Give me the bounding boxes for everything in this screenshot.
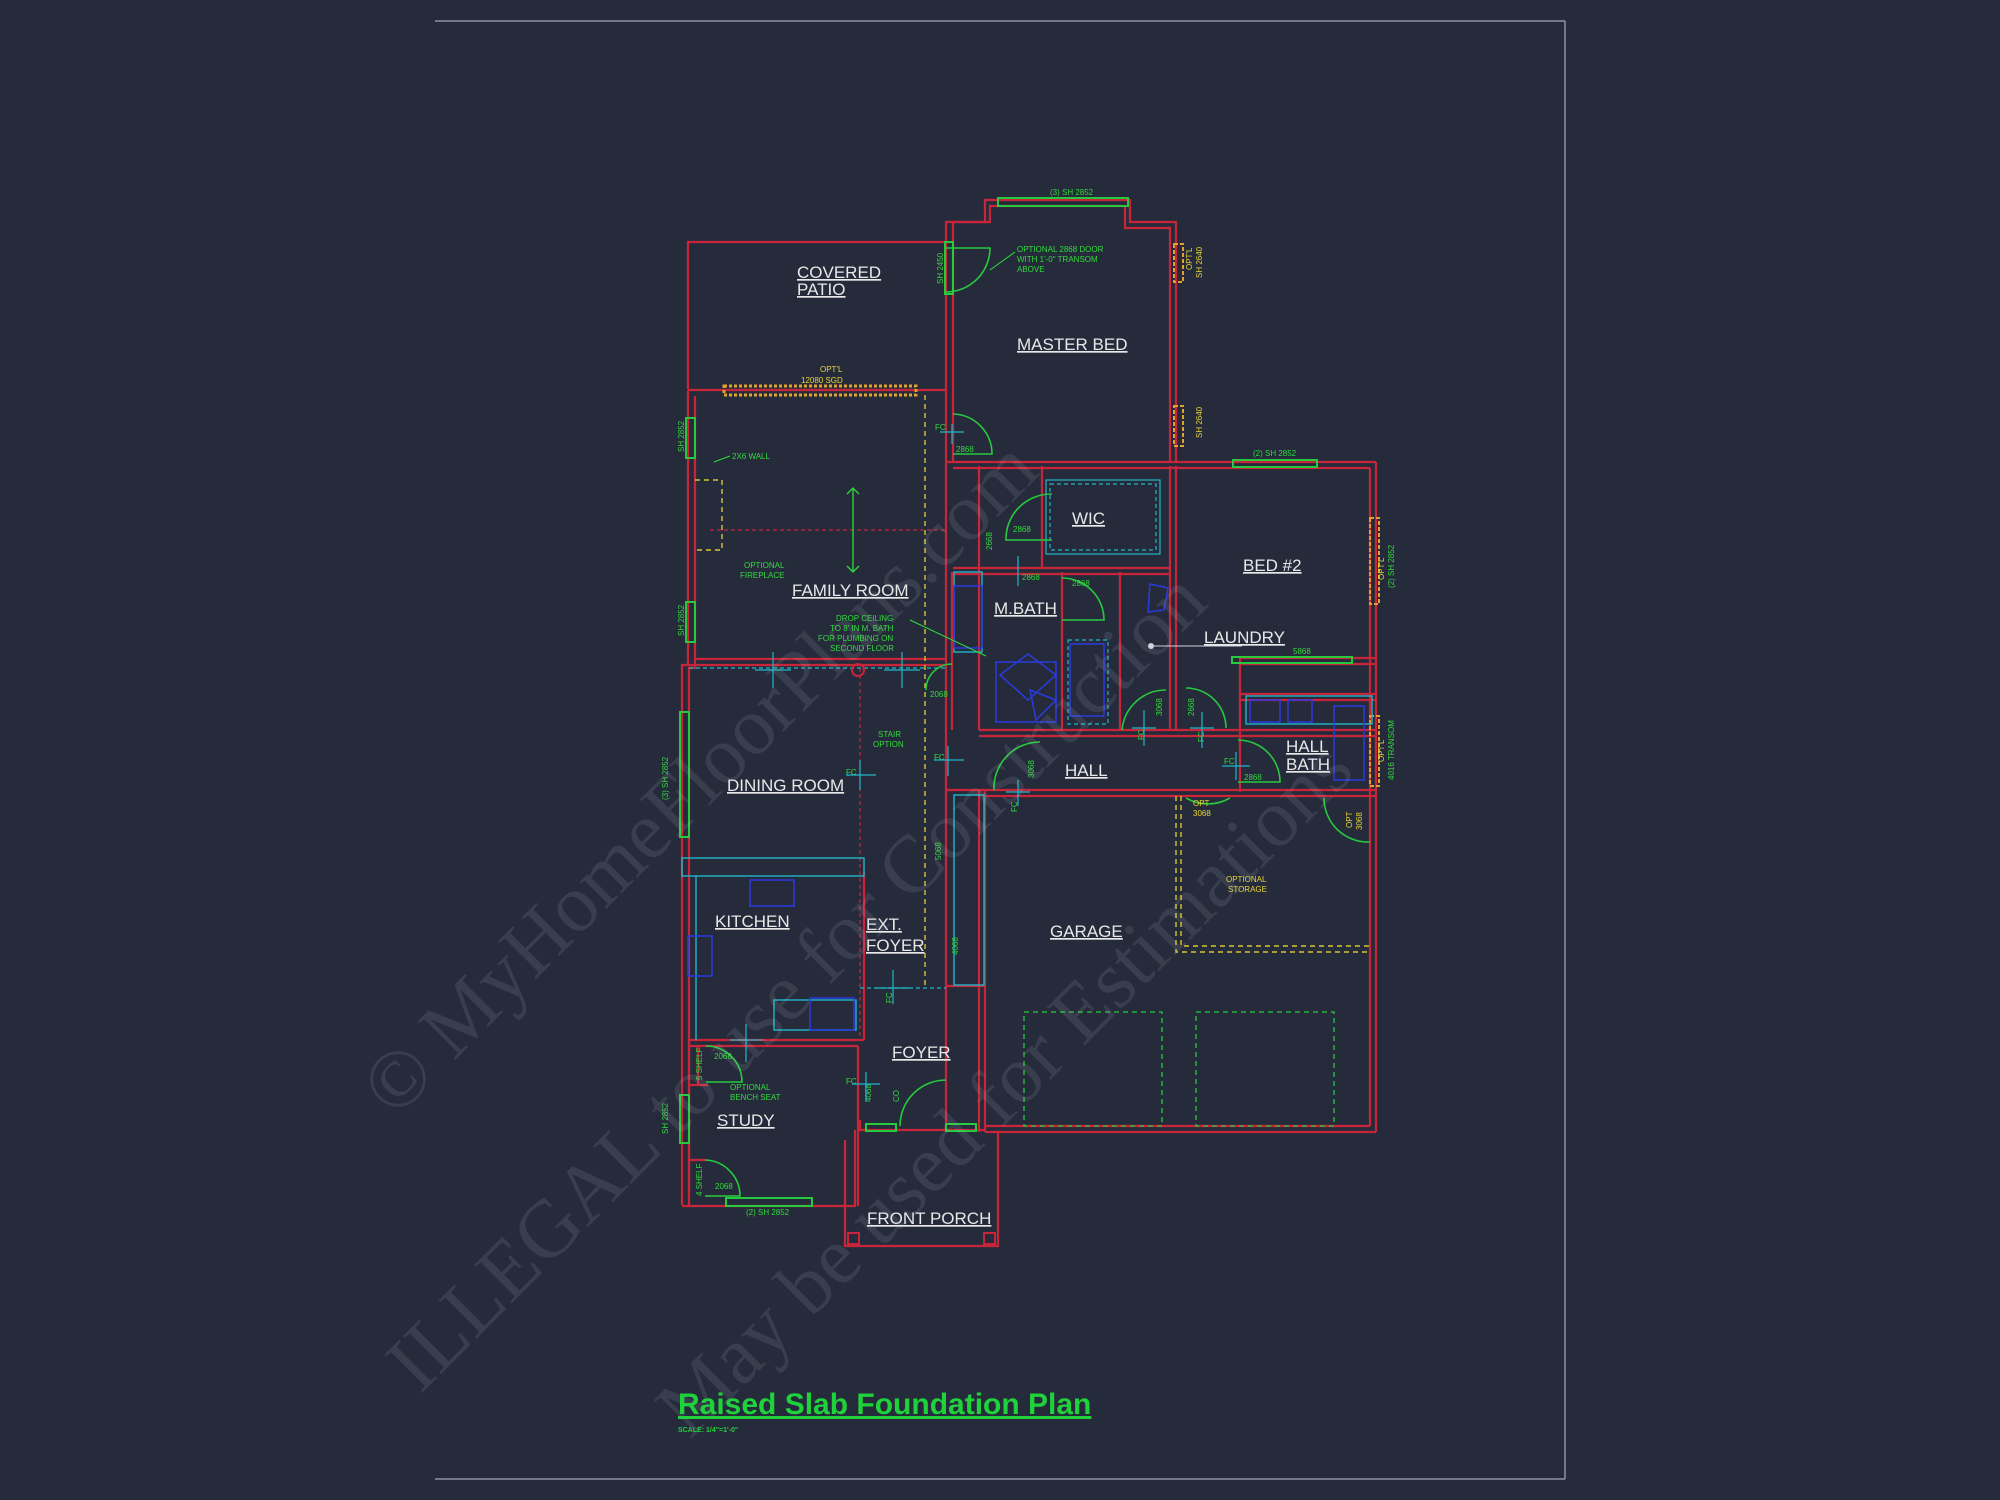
opt-3068-note: OPT bbox=[1193, 799, 1210, 808]
opt-3068-note-4: 3068 bbox=[1355, 812, 1364, 830]
door-label: 2068 bbox=[715, 1182, 733, 1191]
bed2-label: BED #2 bbox=[1243, 556, 1302, 575]
fc-label: FC bbox=[935, 423, 946, 432]
shelf-note-5: 5 SHELF bbox=[695, 1047, 704, 1080]
fc-label: FC bbox=[885, 992, 894, 1003]
optl-note: OPT'L bbox=[1185, 247, 1194, 270]
drop-ceiling-note-2: TO 8' IN M. BATH bbox=[830, 624, 894, 633]
drop-ceiling-note: DROP CEILING bbox=[836, 614, 893, 623]
dining-room-label: DINING ROOM bbox=[727, 776, 844, 795]
study-window-note: SH 2852 bbox=[661, 1102, 670, 1134]
optional-door-note-2: WITH 1'-0" TRANSOM bbox=[1017, 255, 1098, 264]
family-room-label: FAMILY ROOM bbox=[792, 581, 909, 600]
wall-2x6-note: 2X6 WALL bbox=[732, 452, 770, 461]
optional-windows bbox=[722, 243, 1380, 787]
dining-window-note: (3) SH 2852 bbox=[661, 756, 670, 800]
bed2-side-window-note: (2) SH 2852 bbox=[1387, 544, 1396, 588]
plan-scale: SCALE: 1/4"=1'-0" bbox=[678, 1427, 738, 1434]
door-label: 2868 bbox=[956, 445, 974, 454]
laundry-label: LAUNDRY bbox=[1204, 628, 1285, 647]
door-label: 2868 bbox=[1072, 579, 1090, 588]
fireplace-note: OPTIONAL bbox=[744, 561, 785, 570]
door-label: 4068 bbox=[864, 1084, 873, 1102]
stair-option-note: STAIR bbox=[878, 730, 901, 739]
sgd-note: OPT'L bbox=[820, 365, 843, 374]
drop-ceiling-note-4: SECOND FLOOR bbox=[830, 644, 894, 653]
optional-storage-note-2: STORAGE bbox=[1228, 885, 1267, 894]
hall-bath-label: HALL bbox=[1286, 737, 1329, 756]
transom-note: 4016 TRANSOM bbox=[1387, 720, 1396, 780]
ext-foyer-label: EXT. bbox=[866, 915, 902, 934]
stair-option-note-2: OPTION bbox=[873, 740, 904, 749]
ext-foyer-label-2: FOYER bbox=[866, 936, 925, 955]
fc-label: FC bbox=[846, 768, 857, 777]
sh2640-note-b: SH 2640 bbox=[1195, 406, 1204, 438]
plan-title: Raised Slab Foundation Plan bbox=[678, 1388, 1091, 1421]
door-label: 2068 bbox=[714, 1052, 732, 1061]
fc-label: FC bbox=[846, 1077, 857, 1086]
bench-seat-note: OPTIONAL bbox=[730, 1083, 771, 1092]
door-swings bbox=[704, 247, 1371, 1197]
fireplace-note-2: FIREPLACE bbox=[740, 571, 784, 580]
optional-door-note-3: ABOVE bbox=[1017, 265, 1045, 274]
door-label: 3068 bbox=[1155, 698, 1164, 716]
m-bath-label: M.BATH bbox=[994, 599, 1057, 618]
interior-fixtures bbox=[681, 395, 1373, 1127]
kitchen-label: KITCHEN bbox=[715, 912, 790, 931]
door-label: 2868 bbox=[1022, 573, 1040, 582]
door-label: 2868 bbox=[1013, 525, 1031, 534]
door-label: 2668 bbox=[1187, 698, 1196, 716]
windows bbox=[679, 197, 1353, 1207]
master-bed-label: MASTER BED bbox=[1017, 335, 1128, 354]
door-label: 5068 bbox=[934, 842, 943, 860]
optional-door-note: OPTIONAL 2868 DOOR bbox=[1017, 245, 1104, 254]
door-label: 2868 bbox=[1244, 773, 1262, 782]
hall-label: HALL bbox=[1065, 761, 1108, 780]
master-window-note: (3) SH 2852 bbox=[1050, 188, 1094, 197]
hall-bath-label-2: BATH bbox=[1286, 755, 1330, 774]
fc-label: FC bbox=[1137, 729, 1146, 740]
left-window-note-1: SH 2852 bbox=[677, 420, 686, 452]
co-label: CO bbox=[892, 1090, 901, 1102]
optional-storage-note: OPTIONAL bbox=[1226, 875, 1267, 884]
left-window-note-2: SH 2852 bbox=[677, 604, 686, 636]
door-label: 5868 bbox=[1293, 647, 1311, 656]
bench-seat-note-2: BENCH SEAT bbox=[730, 1093, 781, 1102]
covered-patio-label: COVERED bbox=[797, 263, 881, 282]
bed2-window-note: (2) SH 2852 bbox=[1253, 449, 1297, 458]
drop-ceiling-leader bbox=[909, 619, 987, 657]
foyer-label: FOYER bbox=[892, 1043, 951, 1062]
fc-label: FC bbox=[934, 753, 945, 762]
transom-optl-note: OPT'L bbox=[1377, 739, 1386, 762]
watermark: © MyHomeFloorPlans.com ILLEGAL to use fo… bbox=[343, 422, 1369, 1453]
front-porch-label: FRONT PORCH bbox=[867, 1209, 991, 1228]
plan-annotations: (3) SH 2852 OPTIONAL 2868 DOOR WITH 1'-0… bbox=[661, 188, 1396, 1217]
sh2450-note: SH 2450 bbox=[936, 252, 945, 284]
study-label: STUDY bbox=[717, 1111, 775, 1130]
bed2-optl-note: OPT'L bbox=[1377, 557, 1386, 580]
door-label: 4068 bbox=[951, 937, 960, 955]
room-labels: COVERED PATIO MASTER BED WIC BED #2 FAMI… bbox=[715, 263, 1330, 1228]
study-bottom-window-note: (2) SH 2852 bbox=[746, 1208, 790, 1217]
opt-3068-note-2: 3068 bbox=[1193, 809, 1211, 818]
shelf-note-4: 4 SHELF bbox=[695, 1163, 704, 1196]
exterior-walls bbox=[680, 198, 1378, 1248]
opt-3068-note-3: OPT bbox=[1345, 811, 1354, 828]
fc-label: FC bbox=[1224, 757, 1235, 766]
cleanout-markers bbox=[730, 424, 1250, 1102]
sh2640-note-a: SH 2640 bbox=[1195, 246, 1204, 278]
drop-ceiling-note-3: FOR PLUMBING ON bbox=[818, 634, 893, 643]
wic-label: WIC bbox=[1072, 509, 1105, 528]
covered-patio-label-2: PATIO bbox=[797, 280, 846, 299]
door-label: 3068 bbox=[1027, 760, 1036, 778]
garage-label: GARAGE bbox=[1050, 922, 1123, 941]
optional-door-leader bbox=[989, 251, 1016, 271]
door-label: 2668 bbox=[985, 532, 994, 550]
door-label: 2068 bbox=[930, 690, 948, 699]
fc-label: FC bbox=[1010, 801, 1019, 812]
sgd-note-2: 12080 SGD bbox=[801, 376, 843, 385]
wall-2x6-leader bbox=[713, 455, 731, 463]
